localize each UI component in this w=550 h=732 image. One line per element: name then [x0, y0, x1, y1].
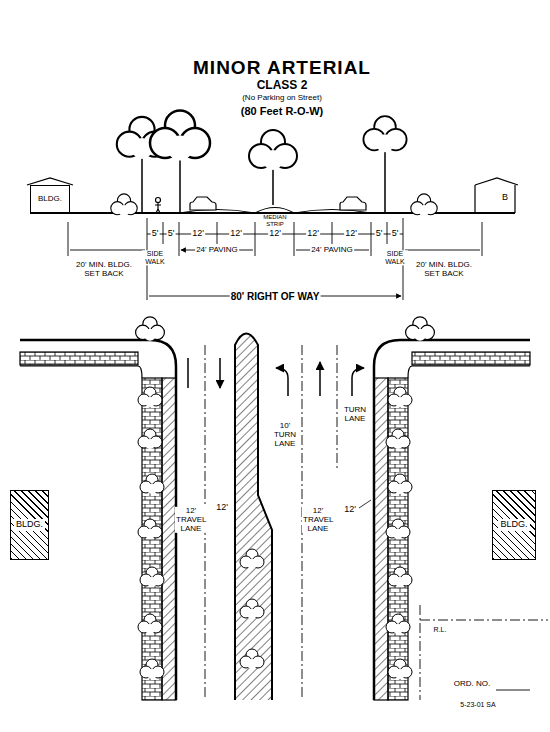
dimension-label: 10' TURN LANE [269, 422, 301, 448]
dimension-label: SIDE WALK [382, 250, 408, 265]
dimension-label: 5' [167, 229, 176, 239]
dimension-label: (No Parking on Street) [241, 94, 323, 103]
dimension-label: CLASS 2 [256, 79, 309, 92]
building-box: BLDG. [30, 185, 70, 213]
dimension-label: 12' [215, 503, 229, 513]
dimension-label: 5' [375, 229, 384, 239]
building-label: BLDG. [498, 519, 529, 531]
dimension-label: 12' [306, 229, 320, 239]
dimension-label: TURN LANE [339, 406, 371, 424]
dimension-label: (80 Feet R-O-W) [240, 105, 325, 117]
diagram-title: MINOR ARTERIAL [192, 58, 372, 79]
dimension-label: 12' TRAVEL LANE [302, 507, 334, 533]
dimension-label: 20' MIN. BLDG. SET BACK [408, 261, 480, 279]
dimension-label: 12' [343, 505, 357, 515]
dimension-label: 5' [391, 229, 400, 239]
dimension-label: 12' TRAVEL LANE [175, 507, 207, 533]
dimension-label: SIDE WALK [142, 250, 168, 265]
dimension-label: MEDIAN STRIP [259, 214, 291, 227]
dimension-label: 12' [229, 229, 243, 239]
dimension-label: 12' [268, 229, 282, 239]
dimension-label: 24' PAVING [310, 246, 354, 255]
dimension-label: R.L. [433, 626, 448, 634]
dimension-label: 5-23-01 SA [459, 701, 496, 709]
building-label: BLDG. [36, 194, 64, 205]
building-box: BLDG. [10, 490, 49, 560]
dimension-label: 80' RIGHT OF WAY [230, 291, 321, 302]
plan-view [20, 317, 548, 700]
cross-section [27, 111, 518, 301]
building-box: BLDG. [492, 490, 536, 560]
dimension-label: 5' [151, 229, 160, 239]
dimension-label: 12' [191, 229, 205, 239]
dimension-label: 20' MIN. BLDG. SET BACK [68, 261, 140, 279]
dimension-label: 24' PAVING [195, 246, 239, 255]
dimension-label: B [501, 193, 509, 203]
dimension-label: ORD. NO. [453, 680, 491, 689]
dimension-label: 12' [344, 229, 358, 239]
building-label: BLDG. [14, 519, 45, 531]
